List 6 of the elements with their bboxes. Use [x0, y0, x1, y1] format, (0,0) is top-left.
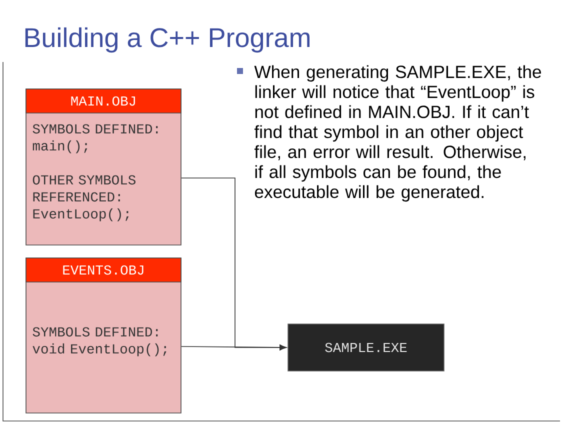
object-file-box: MAIN.OBJ SYMBOLS DEFINED: main(); OTHER SYMBOLS REFERENCED: EventLoop(); [26, 88, 182, 246]
bullet-text: When generating SAMPLE.EXE, the linker will notice that “EventLoop” is not defined in MAIN.OBJ. If it can’t find that symbol in an other object file, an error will result. Otherwise, if all symbols can be found, the executable will be generated. [254, 65, 541, 202]
executable-box: SAMPLE.EXE [288, 324, 444, 372]
slide-title: Building a C++ Program [25, 27, 310, 53]
object-file-box: EVENTS.OBJ SYMBOLS DEFINED: void EventLoop(); [26, 258, 182, 414]
arrow [181, 344, 286, 350]
